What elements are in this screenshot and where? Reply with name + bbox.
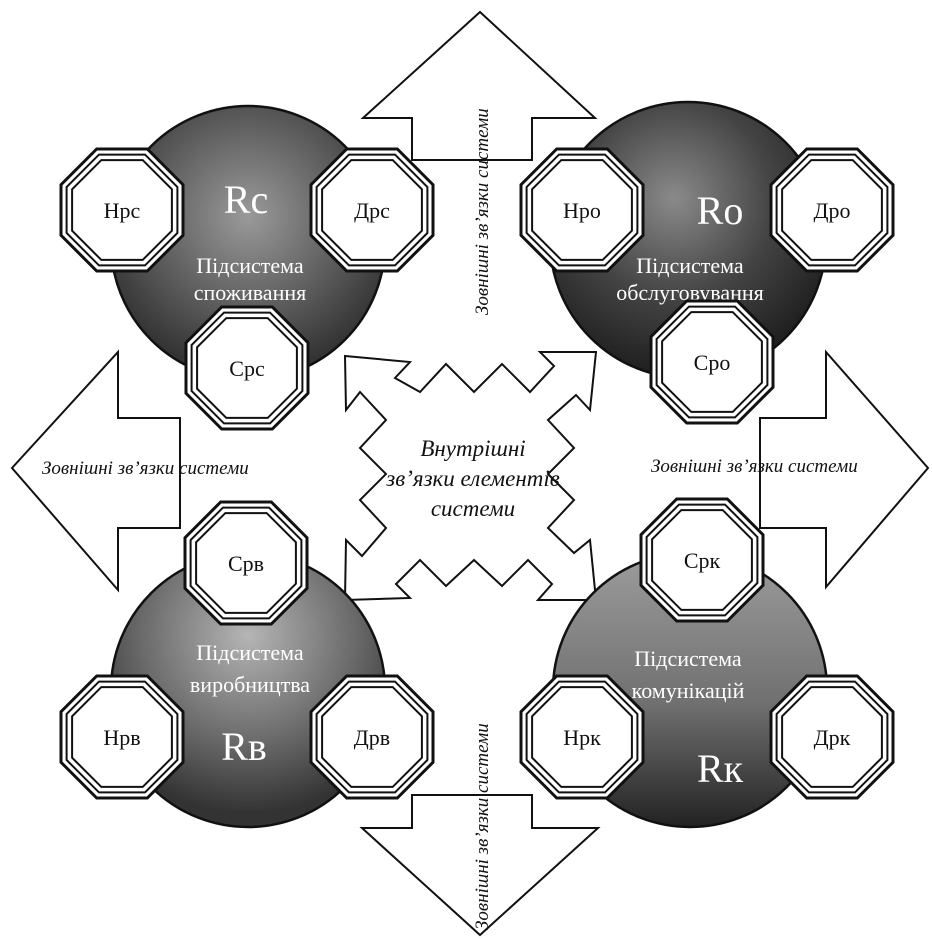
octagon-nrk-label: Нрк xyxy=(563,725,601,750)
octagon-srs-ring-2 xyxy=(190,311,304,425)
octagon-dro: Дро xyxy=(769,147,895,273)
octagon-nro-ring-2 xyxy=(525,153,639,267)
consumption-name-2: споживання xyxy=(194,280,307,305)
octagon-drs: Дрс xyxy=(309,147,435,273)
octagon-sro-label: Сро xyxy=(694,350,731,375)
consumption-name-1: Підсистема xyxy=(196,253,304,278)
octagon-sro-ring-2 xyxy=(655,305,769,419)
arrow-right xyxy=(759,349,930,590)
octagon-drv-ring-3 xyxy=(321,686,423,788)
octagon-srv-ring-3 xyxy=(195,512,297,614)
service-letter: Ro xyxy=(697,188,744,233)
octagon-nrs-label: Нрс xyxy=(104,198,141,223)
communication-letter: Rк xyxy=(697,746,744,791)
octagon-nrv-ring-3 xyxy=(71,686,173,788)
octagon-srk-label: Срк xyxy=(684,548,721,573)
octagon-sro: Сро xyxy=(649,299,775,425)
arrow-left xyxy=(10,349,181,593)
service-name-1: Підсистема xyxy=(636,253,744,278)
external-links-label-left: Зовнішні зв’язки системи xyxy=(42,458,249,479)
octagon-sro-ring-3 xyxy=(661,311,763,413)
octagon-dro-label: Дро xyxy=(813,198,850,223)
octagon-srv-ring-2 xyxy=(189,506,303,620)
octagon-srs: Срс xyxy=(184,305,310,431)
octagon-srs-ring-3 xyxy=(196,317,298,419)
octagon-srs-label: Срс xyxy=(229,356,265,381)
octagon-nrv: Нрв xyxy=(59,674,185,800)
octagon-nro: Нро xyxy=(519,147,645,273)
arrow-up xyxy=(360,10,598,161)
production-letter: Rв xyxy=(221,724,267,769)
communication-name-2: комунікацій xyxy=(632,678,745,703)
octagon-drk: Дрк xyxy=(769,674,895,800)
octagon-drs-ring-2 xyxy=(315,153,429,267)
internal-links-label-1: Внутрішні xyxy=(420,436,525,461)
octagon-drv-ring-2 xyxy=(315,680,429,794)
octagon-nrk-ring-2 xyxy=(525,680,639,794)
octagon-nrk: Нрк xyxy=(519,674,645,800)
octagon-dro-ring-3 xyxy=(781,159,883,261)
octagon-drs-label: Дрс xyxy=(354,198,390,223)
production-name-2: виробництва xyxy=(190,672,310,697)
arrow-down xyxy=(359,794,601,937)
octagon-drk-ring-2 xyxy=(775,680,889,794)
octagon-srk: Срк xyxy=(639,497,765,623)
octagon-drk-ring-3 xyxy=(781,686,883,788)
octagon-nro-label: Нро xyxy=(563,198,601,223)
production-name-1: Підсистема xyxy=(196,640,304,665)
octagon-nrv-label: Нрв xyxy=(103,725,140,750)
octagon-srk-ring-2 xyxy=(645,503,759,617)
octagon-drk-label: Дрк xyxy=(814,725,851,750)
external-links-label-right: Зовнішні зв’язки системи xyxy=(651,456,858,477)
octagon-dro-ring-2 xyxy=(775,153,889,267)
octagon-drv: Дрв xyxy=(309,674,435,800)
octagon-drs-ring-3 xyxy=(321,159,423,261)
external-arrows xyxy=(10,10,930,937)
octagon-nrs-ring-3 xyxy=(71,159,173,261)
communication-name-1: Підсистема xyxy=(634,646,742,671)
octagon-nrs: Нрс xyxy=(59,147,185,273)
octagon-drv-label: Дрв xyxy=(354,725,390,750)
internal-links-label-3: системи xyxy=(431,496,515,521)
octagon-srk-ring-3 xyxy=(651,509,753,611)
internal-links-label-2: зв’язки елементів xyxy=(385,466,559,491)
octagon-nrk-ring-3 xyxy=(531,686,633,788)
consumption-letter: Rc xyxy=(224,177,268,222)
octagon-nrs-ring-2 xyxy=(65,153,179,267)
octagon-srv: Срв xyxy=(183,500,309,626)
octagon-nrv-ring-2 xyxy=(65,680,179,794)
octagon-nro-ring-3 xyxy=(531,159,633,261)
octagon-srv-label: Срв xyxy=(228,551,264,576)
external-links-label-top: Зовнішні зв’язки системи xyxy=(472,108,493,315)
external-links-label-bottom: Зовнішні зв’язки системи xyxy=(472,723,493,930)
